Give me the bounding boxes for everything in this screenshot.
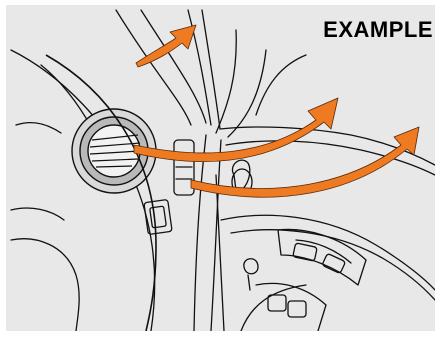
left-curve xyxy=(11,208,64,220)
console-line xyxy=(194,135,206,331)
illustration-frame: EXAMPLE xyxy=(6,5,435,331)
knob-outline xyxy=(232,160,249,191)
console-line xyxy=(216,175,224,331)
left-curve xyxy=(11,50,155,331)
airflow-arrow xyxy=(136,25,196,67)
switch-housing xyxy=(278,229,366,285)
pillar-line xyxy=(202,10,220,129)
pillar-line xyxy=(141,10,206,123)
pillar-line xyxy=(228,50,266,137)
door-control-button xyxy=(288,301,306,317)
left-curve xyxy=(11,239,79,331)
door-control-button xyxy=(268,295,286,311)
airflow-arrows xyxy=(134,25,419,197)
door-panel-line xyxy=(241,285,306,331)
example-label: EXAMPLE xyxy=(323,17,433,43)
door-panel-line xyxy=(221,215,435,290)
door-panel-line xyxy=(231,230,435,300)
door-control xyxy=(256,283,326,331)
lock-knob xyxy=(244,259,258,274)
airflow-arrow xyxy=(134,98,338,162)
dashboard-illustration xyxy=(6,5,435,331)
lock-knob xyxy=(248,275,250,290)
small-panel-inner xyxy=(150,206,167,228)
pillar-line xyxy=(116,10,191,125)
left-curve xyxy=(16,123,61,133)
small-panel xyxy=(144,199,172,234)
airflow-arrow xyxy=(191,127,419,197)
